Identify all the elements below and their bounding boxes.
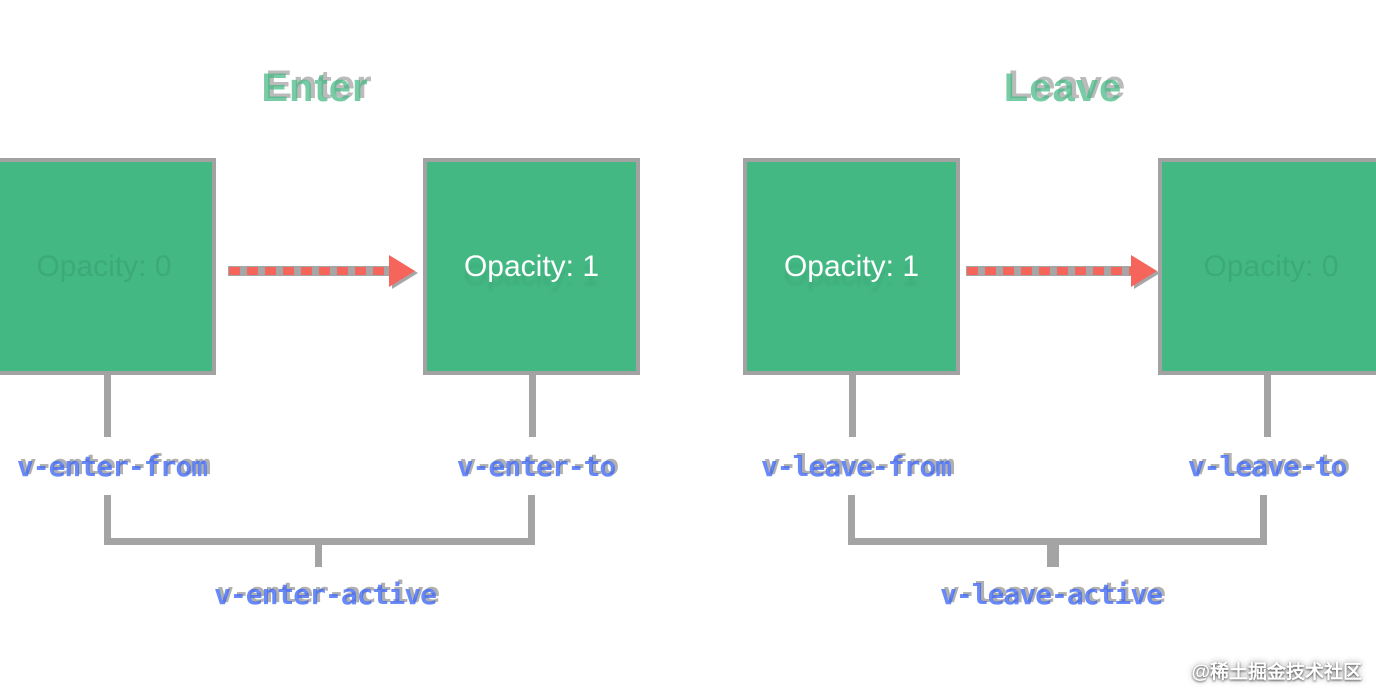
v-leave-from-label: v-leave-from bbox=[760, 450, 952, 483]
enter-to-box: Opacity: 1 bbox=[423, 158, 640, 375]
leave-bracket-horizontal-line bbox=[848, 538, 1267, 545]
leave-from-box: Opacity: 1 bbox=[743, 158, 960, 375]
v-leave-active-label: v-leave-active bbox=[939, 578, 1163, 611]
leave-bracket-tick-line bbox=[1047, 545, 1059, 567]
leave-arrow-head-icon bbox=[1131, 255, 1157, 287]
leave-arrow-dashes bbox=[966, 266, 1134, 276]
leave-from-box-label: Opacity: 1 bbox=[783, 249, 920, 283]
enter-from-connector-line bbox=[104, 375, 111, 437]
enter-to-box-label: Opacity: 1 bbox=[463, 249, 600, 283]
enter-from-box: Opacity: 0 bbox=[0, 158, 216, 375]
leave-to-box: Opacity: 0 bbox=[1158, 158, 1376, 375]
leave-from-connector-line bbox=[849, 375, 856, 437]
enter-bracket-left-line bbox=[104, 495, 111, 538]
leave-bracket-left-line bbox=[848, 495, 855, 538]
enter-from-box-label: Opacity: 0 bbox=[36, 249, 172, 283]
leave-section-title: Leave bbox=[1003, 66, 1123, 110]
leave-bracket-right-line bbox=[1260, 495, 1267, 538]
enter-arrow-head-icon bbox=[389, 255, 415, 287]
enter-bracket-tick-line bbox=[315, 545, 322, 567]
enter-bracket-right-line bbox=[528, 495, 535, 538]
v-enter-active-label: v-enter-active bbox=[213, 578, 437, 611]
enter-to-connector-line bbox=[529, 375, 536, 437]
leave-to-box-label: Opacity: 0 bbox=[1203, 249, 1339, 283]
v-enter-from-label: v-enter-from bbox=[16, 450, 208, 483]
enter-section-title: Enter bbox=[261, 66, 369, 110]
v-leave-to-label: v-leave-to bbox=[1187, 450, 1348, 483]
leave-to-connector-line bbox=[1264, 375, 1271, 437]
enter-arrow-dashes bbox=[228, 266, 392, 276]
enter-dashed-arrow-icon bbox=[228, 255, 415, 287]
watermark: @稀土掘金技术社区 bbox=[1191, 662, 1362, 683]
enter-bracket-horizontal-line bbox=[104, 538, 535, 545]
v-enter-to-label: v-enter-to bbox=[456, 450, 617, 483]
leave-dashed-arrow-icon bbox=[966, 255, 1157, 287]
